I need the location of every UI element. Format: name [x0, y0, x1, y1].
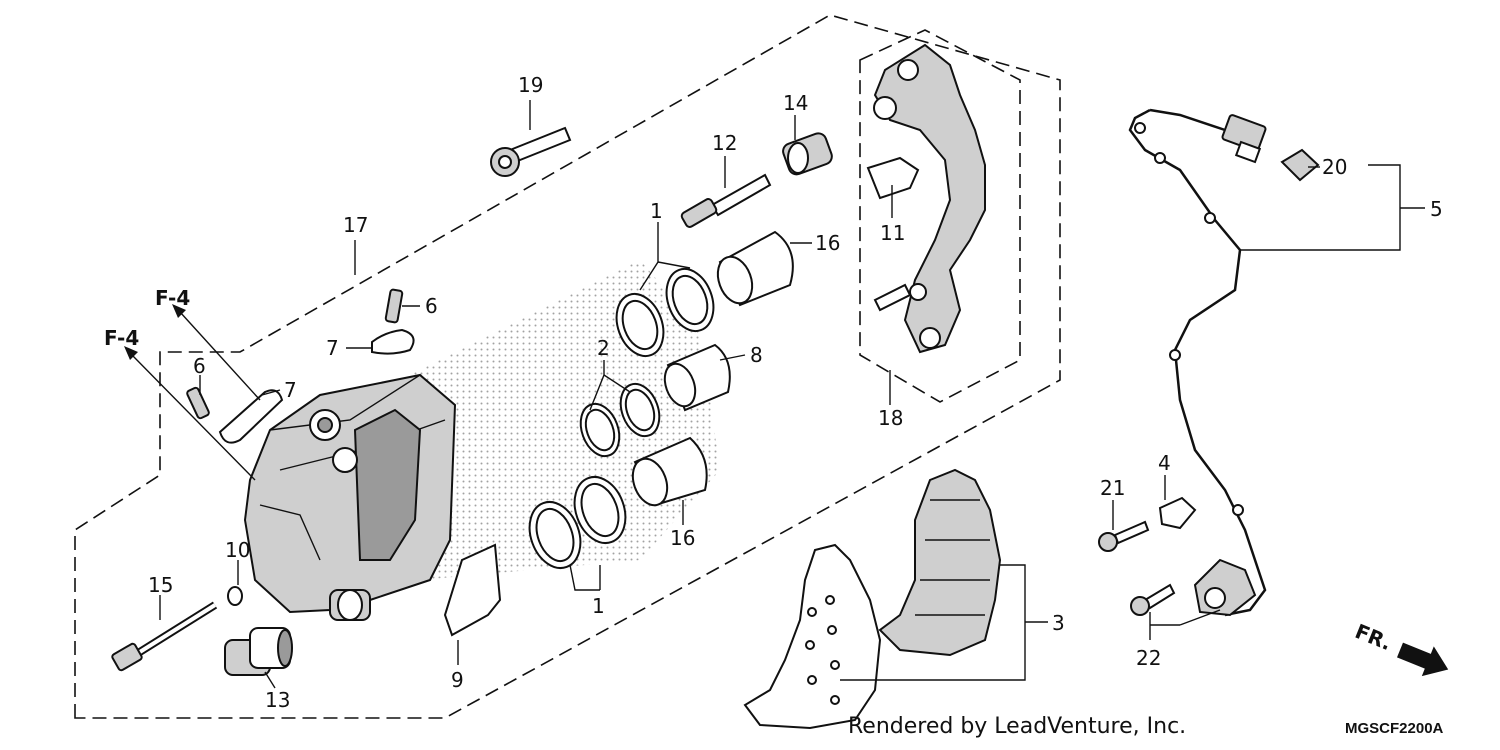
- diagram-code: MGSCF2200A: [1345, 720, 1444, 737]
- ref-f4-lower: F-4: [104, 326, 139, 350]
- cap-lower: [218, 389, 284, 444]
- seals-lower: [528, 476, 627, 569]
- cap-upper: [371, 328, 415, 355]
- speed-sensor-harness: [1128, 108, 1267, 617]
- callout-6-lower: 6: [193, 354, 206, 378]
- callout-15: 15: [148, 573, 173, 597]
- seals-upper: [615, 268, 715, 357]
- slide-pin-boot: [224, 627, 293, 676]
- callout-2: 2: [597, 336, 610, 360]
- caliper-assembly-outline: [74, 14, 1061, 719]
- front-direction-indicator: FR.: [1352, 619, 1449, 677]
- callout-18: 18: [878, 406, 903, 430]
- callout-3: 3: [1052, 611, 1065, 635]
- piston-upper: [716, 230, 794, 307]
- caliper-body: [243, 373, 457, 614]
- callout-16-lower: 16: [670, 526, 695, 550]
- front-direction-label: FR.: [1352, 619, 1395, 655]
- brake-pad-front: [743, 543, 882, 730]
- callout-16-upper: 16: [815, 231, 840, 255]
- callout-1-lower: 1: [592, 594, 605, 618]
- washer-10: [227, 586, 243, 606]
- piston-lower: [631, 436, 708, 507]
- sleeve: [329, 589, 371, 621]
- callout-17: 17: [343, 213, 368, 237]
- callout-10: 10: [225, 538, 250, 562]
- bracket-outline: [859, 29, 1021, 403]
- credit-text: Rendered by LeadVenture, Inc.: [848, 714, 1186, 739]
- callout-19: 19: [518, 73, 543, 97]
- arrow-right-icon: [1397, 642, 1449, 677]
- clip-20: [1280, 148, 1320, 182]
- callout-8: 8: [750, 343, 763, 367]
- callout-20: 20: [1322, 155, 1347, 179]
- callout-13: 13: [265, 688, 290, 712]
- retainer-11: [866, 156, 920, 200]
- ref-f4-upper: F-4: [155, 286, 190, 310]
- bolt-22: [1130, 583, 1176, 616]
- leader-lines: [124, 100, 1425, 689]
- callout-6-upper: 6: [425, 294, 438, 318]
- callout-9: 9: [451, 668, 464, 692]
- bolt-21: [1098, 520, 1150, 552]
- pad-spring: [443, 543, 502, 637]
- clamp-4: [1158, 496, 1197, 530]
- callout-1-upper: 1: [650, 199, 663, 223]
- callout-7-lower: 7: [284, 378, 297, 402]
- callout-11: 11: [880, 221, 905, 245]
- callout-22: 22: [1136, 646, 1161, 670]
- boot-14: [782, 132, 833, 176]
- callout-5: 5: [1430, 197, 1443, 221]
- caliper-bracket: [873, 43, 986, 354]
- brake-pad-rear: [878, 468, 1002, 657]
- bolt-19: [490, 126, 572, 177]
- bleeder-screw-upper: [384, 288, 404, 324]
- seals-middle: [579, 382, 661, 458]
- piston-middle: [663, 343, 731, 412]
- callout-12: 12: [712, 131, 737, 155]
- callout-21: 21: [1100, 476, 1125, 500]
- bolt-15: [111, 601, 218, 672]
- callout-7-upper: 7: [326, 336, 339, 360]
- pin-12: [680, 173, 772, 228]
- callout-4: 4: [1158, 451, 1171, 475]
- bleeder-screw-lower: [186, 386, 210, 420]
- callout-14: 14: [783, 91, 808, 115]
